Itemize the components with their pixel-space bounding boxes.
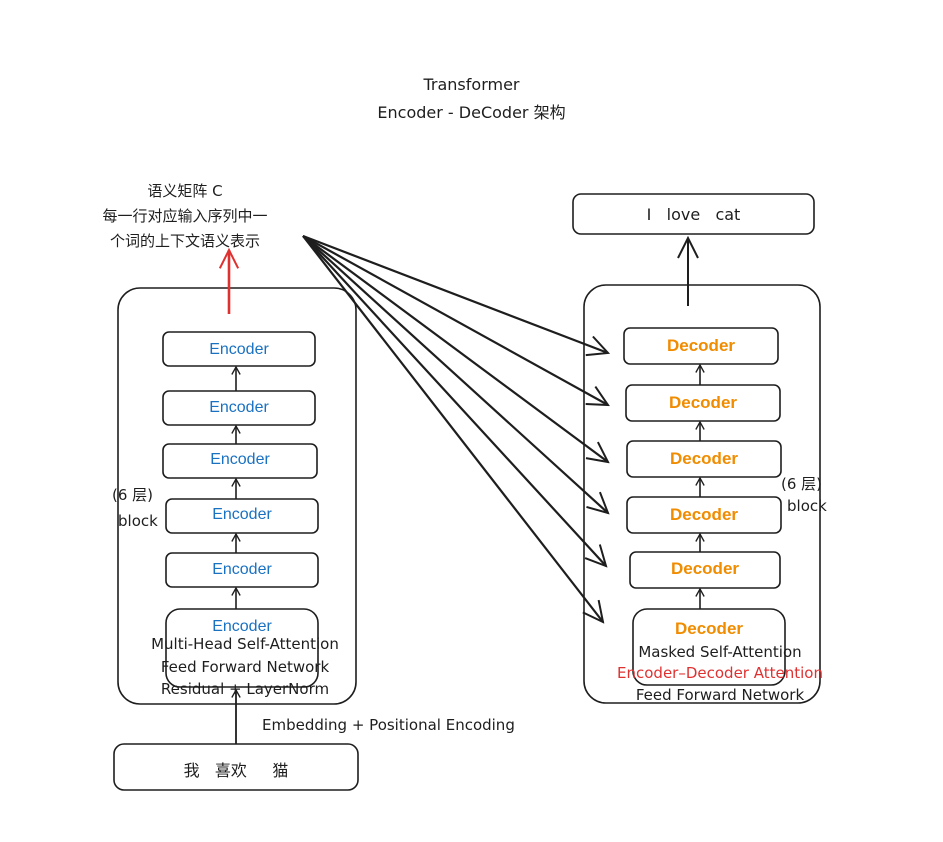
encoder-label-6: Encoder	[209, 341, 269, 358]
semantic-note-line3: 个词的上下文语义表示	[109, 232, 260, 250]
decoder-label-1: Decoder	[674, 619, 744, 638]
encoder-sublayer-3: Residual + LayerNorm	[160, 680, 330, 698]
diagram-title-line2: Encoder - DeCoder 架构	[377, 103, 566, 122]
decoder-label-4: Decoder	[669, 449, 739, 468]
decoder-sublayer-3: Feed Forward Network	[635, 686, 805, 704]
encoder-stack-container	[117, 287, 357, 705]
embedding-label: Embedding + Positional Encoding	[262, 716, 515, 734]
context-arrow-to-decoder-5	[302, 235, 608, 405]
decoder-stack-container	[583, 284, 821, 704]
decoder-label-2: Decoder	[670, 559, 740, 578]
encoder-label-2: Encoder	[212, 561, 272, 578]
context-arrow-to-decoder-2	[302, 235, 606, 566]
context-arrow-to-decoder-1	[302, 235, 603, 622]
decoder-label-6: Decoder	[666, 336, 736, 355]
decoder-label-3: Decoder	[669, 505, 739, 524]
semantic-note-line1: 语义矩阵 C	[147, 182, 223, 200]
decoder-sublayer-2: Encoder–Decoder Attention	[617, 664, 823, 682]
encoder-layer-count: (6 层)	[112, 486, 154, 504]
encoder-sublayer-2: Feed Forward Network	[160, 658, 330, 676]
decoder-sublayer-1: Masked Self-Attention	[638, 643, 802, 661]
encoder-block-1	[165, 608, 319, 688]
encoder-layer-unit: block	[118, 512, 158, 530]
diagram-title-line1: Transformer	[423, 75, 520, 94]
encoder-block-2	[165, 552, 319, 588]
output-sentence-box	[572, 193, 815, 235]
encoder-block-3	[165, 498, 319, 534]
context-fan-arrows	[302, 234, 608, 622]
decoder-label-5: Decoder	[668, 393, 738, 412]
context-arrow-to-decoder-4	[302, 235, 608, 462]
semantic-note-line2: 每一行对应输入序列中一	[102, 207, 268, 225]
encoder-label-4: Encoder	[210, 451, 270, 468]
decoder-layer-count: (6 层)	[781, 475, 823, 493]
decoder-layer-unit: block	[787, 497, 827, 515]
context-arrow-to-decoder-6	[302, 234, 608, 353]
encoder-label-5: Encoder	[209, 399, 269, 416]
context-arrow-to-decoder-3	[302, 235, 608, 513]
encoder-sublayer-1: Multi-Head Self-Attention	[151, 635, 339, 653]
decoder-block-2	[629, 551, 781, 589]
encoder-label-3: Encoder	[212, 506, 272, 523]
output-sentence: I love cat	[646, 205, 741, 224]
input-sentence: 我 喜欢 猫	[183, 761, 289, 780]
decoder-block-1	[632, 608, 786, 686]
encoder-label-1: Encoder	[212, 618, 272, 635]
